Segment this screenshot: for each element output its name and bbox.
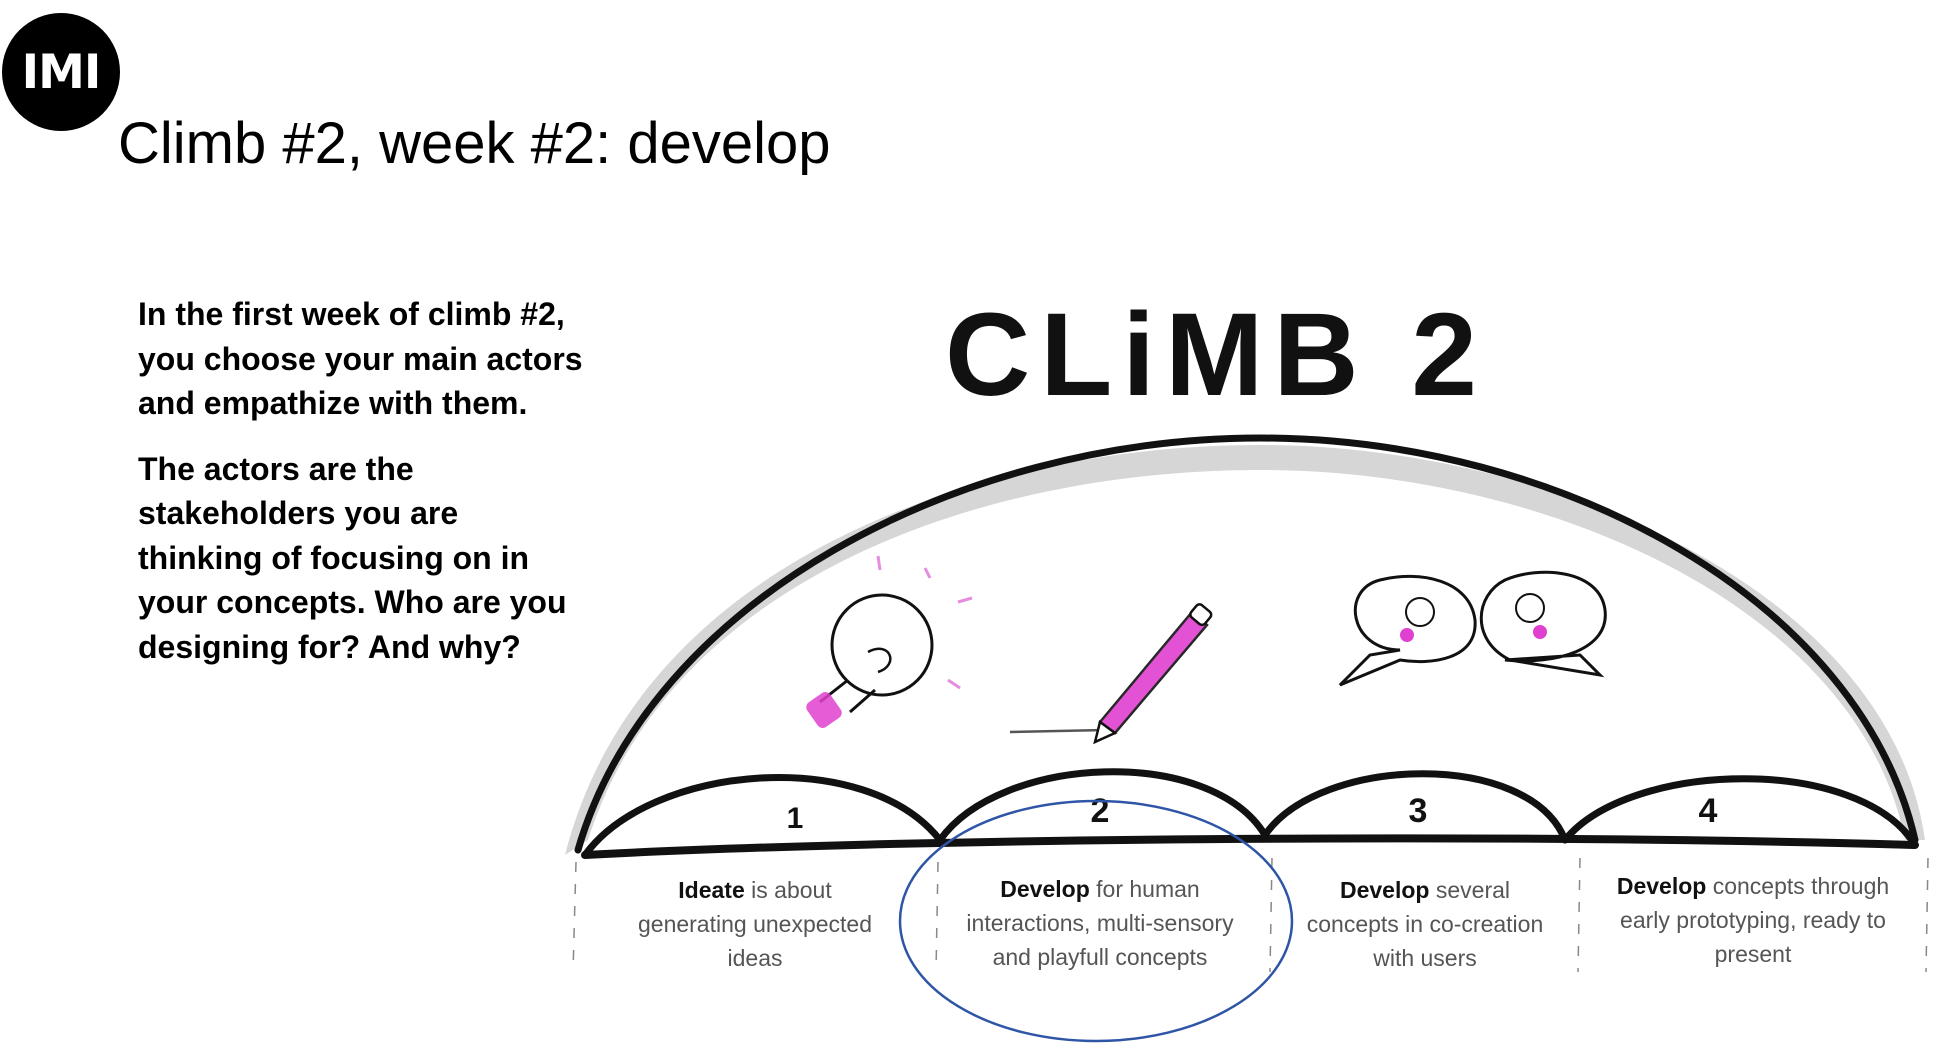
step-2-line2: interactions, multi-sensory: [966, 910, 1234, 936]
speech-bubbles-icon: [1338, 570, 1607, 687]
step-4-line3: present: [1714, 941, 1792, 967]
step-number-2: 2: [1091, 792, 1110, 830]
column-separators: [572, 857, 1929, 973]
step-2-bold: Develop: [1000, 876, 1090, 902]
step-1-bold: Ideate: [678, 877, 745, 903]
lightbulb-icon: [806, 555, 973, 728]
arch-step-2: [936, 768, 1269, 844]
step-number-3: 3: [1409, 792, 1428, 830]
step-2-line1: for human: [1089, 876, 1200, 902]
step-3-line3: with users: [1373, 945, 1477, 971]
highlight-circle: [898, 799, 1294, 1043]
base-line: [581, 834, 1919, 859]
imi-logo: IMI: [2, 13, 120, 131]
climb-heading: CLiMB 2: [945, 289, 1487, 421]
step-1-line2: generating unexpected: [637, 911, 873, 937]
step-1-line3: ideas: [727, 945, 783, 971]
step-3-line1: several: [1429, 877, 1511, 903]
step-3-description: Develop several concepts in co-creation …: [1270, 873, 1580, 975]
step-1-description: Ideate is about generating unexpected id…: [580, 873, 930, 975]
slide-body: In the first week of climb #2, you choos…: [138, 292, 638, 690]
slide-title: Climb #2, week #2: develop: [118, 111, 831, 176]
pencil-icon: [1009, 603, 1213, 745]
step-number-1: 1: [787, 802, 804, 835]
arch-step-3: [1261, 770, 1569, 844]
dome-outline: [574, 434, 1919, 854]
step-4-line2: early prototyping, ready to: [1620, 907, 1886, 933]
step-4-line1: concepts through: [1706, 873, 1890, 899]
step-4-bold: Develop: [1616, 873, 1707, 899]
step-1-line1: is about: [744, 877, 832, 903]
step-number-4: 4: [1699, 792, 1718, 830]
step-4-description: Develop concepts through early prototypi…: [1578, 869, 1928, 971]
step-3-line2: concepts in co-creation: [1306, 911, 1544, 937]
body-paragraph-2: The actors are the stakeholders you are …: [138, 450, 567, 665]
step-3-bold: Develop: [1339, 877, 1430, 903]
logo-text: IMI: [21, 44, 102, 100]
dome-shadow: [565, 445, 1925, 855]
step-2-line3: and playfull concepts: [992, 944, 1208, 970]
arch-step-1: [581, 774, 944, 859]
body-paragraph-1: In the first week of climb #2, you choos…: [138, 296, 583, 421]
step-2-description: Develop for human interactions, multi-se…: [930, 872, 1270, 974]
arch-step-4: [1561, 775, 1919, 849]
